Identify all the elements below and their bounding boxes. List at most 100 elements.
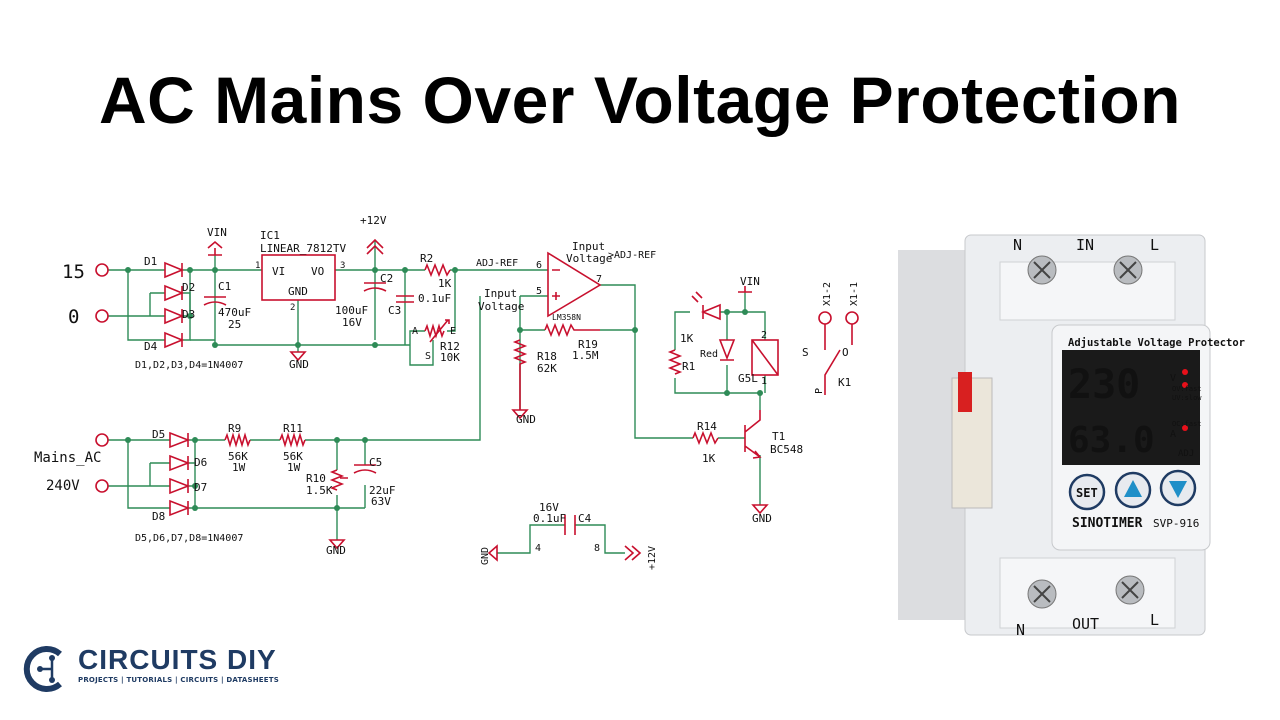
relay-pin2: 2 [761,330,767,341]
voltage-protector-device: N IN L Adjustable Voltage Protector 230 … [898,234,1245,639]
terminal-0-label: 0 [68,306,79,328]
adj-ref-label: ADJ-REF [476,258,518,269]
r2-value: 1K [438,277,452,290]
c2-voltage: 16V [342,316,362,329]
x11-label: X1-1 [849,282,860,306]
logo-name: CIRCUITS DIY [78,644,277,675]
r19-label: R19 [578,338,598,351]
lm358-label: LM358N [552,313,581,322]
input-voltage-top-2: Voltage [566,252,612,265]
ic1-gnd-label: GND [288,285,308,298]
r10-value: 1.5K [306,484,333,497]
ic1-label: IC1 [260,229,280,242]
r19-value: 1.5M [572,349,599,362]
ic1-vo-label: VO [311,265,324,278]
bc548-label: BC548 [770,443,803,456]
c3-value: 0.1uF [418,292,451,305]
input-voltage-mid-1: Input [484,287,517,300]
input-voltage-top-1: Input [572,240,605,253]
device-oc-fast: OC:fast [1172,420,1202,428]
d4-label: D4 [144,340,158,353]
device-set-button-label: SET [1076,486,1098,500]
c5-value: 22uF [369,484,396,497]
k1-o-label: O [842,346,849,359]
device-bottom-n: N [1016,621,1025,639]
adj-ref-arrow-label: >ADJ-REF [608,250,656,261]
input-voltage-mid-2: Voltage [478,300,524,313]
c1-value: 470uF [218,306,251,319]
device-unit-v: V [1170,373,1176,384]
opamp-pin5: 5 [536,286,542,297]
v12-label-c4: +12V [647,546,658,570]
ic1-vi-label: VI [272,265,285,278]
k1-label: K1 [838,376,851,389]
gnd-label-ic: GND [289,358,309,371]
c3-label: C3 [388,304,401,317]
red-led-label: Red [700,349,718,360]
device-display-current: 63.0 [1068,420,1155,461]
r11-value: 56K [283,450,303,463]
d3-label: D3 [182,308,195,321]
c1-voltage: 25 [228,318,241,331]
r12-value: 10K [440,351,460,364]
mains-ac-label: Mains_AC [34,450,101,466]
g5l-label: G5L [738,372,758,385]
k1-p-label: P [814,388,825,394]
x12-label: X1-2 [822,282,833,306]
device-adj: ADJ [1178,449,1194,459]
device-ov-fast: OV:fast [1172,385,1202,393]
logo-tagline: PROJECTS | TUTORIALS | CIRCUITS | DATASH… [78,676,279,684]
r14-label: R14 [697,420,717,433]
wires [108,240,766,554]
r2-label: R2 [420,252,433,265]
voltage-240v-label: 240V [46,478,80,494]
d1-d4-note: D1,D2,D3,D4=1N4007 [135,360,243,371]
vin-label-left: VIN [207,226,227,239]
components [95,238,859,562]
device-top-n: N [1013,236,1022,254]
d2-label: D2 [182,281,195,294]
d7-label: D7 [194,481,207,494]
c4-pin4: 4 [535,543,541,554]
r9-value: 56K [228,450,248,463]
gnd-label-transistor: GND [752,512,772,525]
pot-e-label: E [450,326,456,337]
ic1-pin1: 1 [255,261,260,271]
device-bottom-out: OUT [1072,615,1099,633]
r10-label: R10 [306,472,326,485]
r9-watt: 1W [232,461,246,474]
device-model: SVP-916 [1153,517,1199,530]
gnd-label-c4: GND [480,547,491,565]
d6-label: D6 [194,456,207,469]
ic1-pin2: 2 [290,303,295,313]
c2-label: C2 [380,272,393,285]
r1-value: 1K [680,332,694,345]
c5-label: C5 [369,456,382,469]
pot-a-label: A [412,326,418,337]
device-bottom-l: L [1150,611,1159,629]
c1-label: C1 [218,280,231,293]
junction-dots [125,267,763,511]
vin-label-right: VIN [740,275,760,288]
ic1-part-label: LINEAR_7812TV [260,242,346,255]
r12-label: R12 [440,340,460,353]
c4-label: C4 [578,512,592,525]
device-display-voltage: 230 [1068,362,1140,408]
t1-label: T1 [772,430,785,443]
r9-label: R9 [228,422,241,435]
r1-label: R1 [682,360,695,373]
device-top-in: IN [1076,236,1094,254]
r18-value: 62K [537,362,557,375]
ic1-pin3: 3 [340,261,345,271]
v12-label-top: +12V [360,214,387,227]
c4-value: 0.1uF [533,512,566,525]
c4-voltage: 16V [539,501,559,514]
r11-watt: 1W [287,461,301,474]
device-uv-slow: UV:slow [1172,394,1202,402]
r11-label: R11 [283,422,303,435]
device-panel-title: Adjustable Voltage Protector [1068,337,1245,349]
r18-label: R18 [537,350,557,363]
circuit-c-icon [23,646,62,692]
gnd-label-bottom: GND [326,544,346,557]
relay-pin1: 1 [761,376,767,387]
